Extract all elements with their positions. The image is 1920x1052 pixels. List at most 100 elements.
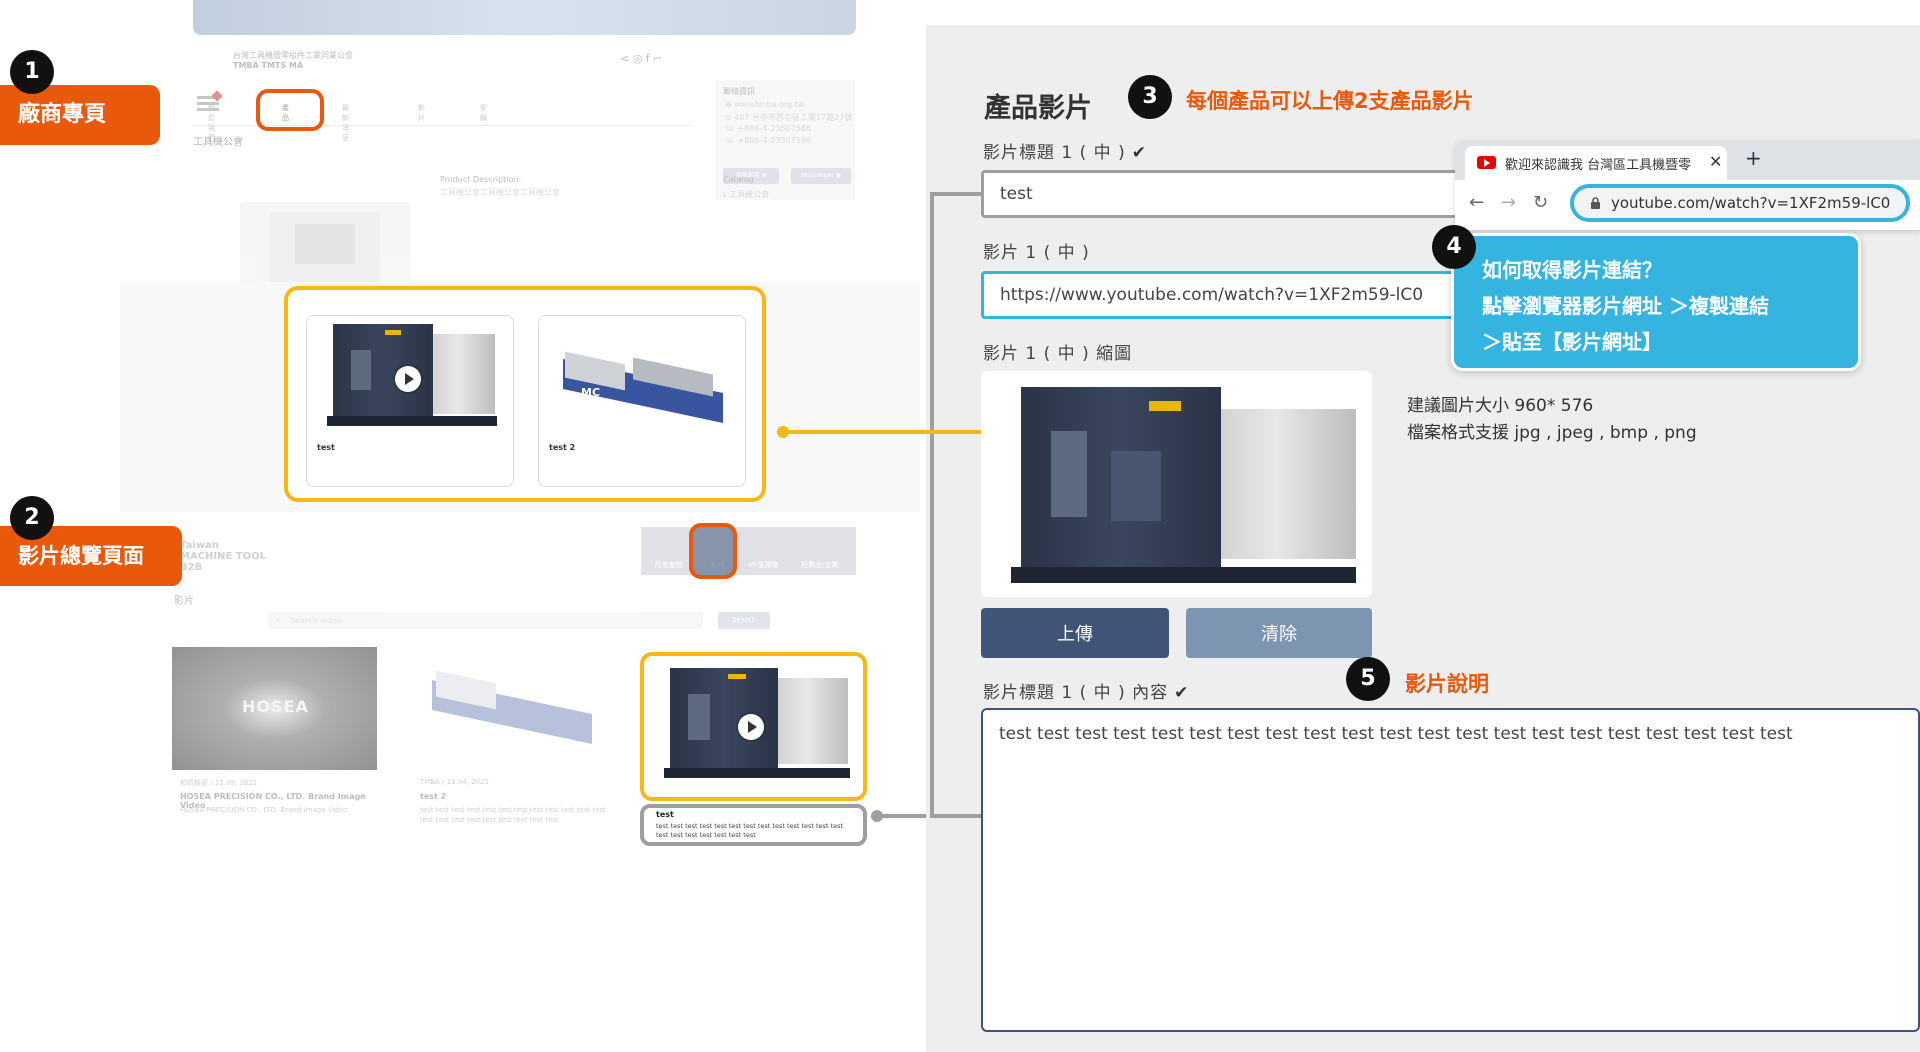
vendor-page-screenshot: 台灣工具機暨零組件工業同業公會 TMBA TMTS MA < ◎ f ⌐ 關於我… [0,40,920,292]
highlight-video-tab [689,523,737,579]
search-button[interactable]: Search [718,612,770,629]
step-2-badge: 2 [10,496,54,540]
highlighted-video-card[interactable] [640,652,867,801]
callout-line-1: 如何取得影片連結？ [1482,258,1662,282]
forward-icon[interactable]: → [1501,192,1517,213]
video-desc: test test test test test test test test … [656,822,844,839]
vendor-short-name: TMBA TMTS MA [233,61,304,70]
callout-line-3: ＞貼至【影片網址】 [1482,330,1662,354]
video-title-label: 影片標題 1 ( 中 )✔ [983,143,1147,163]
video-desc: test test test test test test test test … [420,806,606,824]
product-image [240,202,410,292]
contact-button[interactable]: 聯絡廠商 ✉ [723,168,779,184]
contact-info-box: 聯絡資訊 ⊕ www.tmba.org.tw ⊙ 407 台中市西屯區工業17路… [715,80,855,200]
thumbnail-preview [981,371,1372,597]
vendor-name: 台灣工具機暨零組件工業同業公會 [233,51,353,60]
address-url: youtube.com/watch?v=1XF2m59-lC0 [1611,194,1891,212]
video-card-caption: test [317,443,335,452]
connector-dot-yellow [777,426,789,438]
connector-line-gray-vertical-overlay [930,192,934,818]
connector-line-gray-top-overlay [930,192,985,196]
video-desc: HOSEA PRECISION CO., LTD. Brand Image Vi… [180,806,348,814]
highlighted-video-desc: test test test test test test test test … [640,804,867,846]
messenger-button[interactable]: Messenger ◉ [791,168,851,184]
vendor-section-title: 工具機公會 [193,137,243,148]
browser-tab[interactable]: 歡迎來認識我 台灣區工具機暨零 ✕ [1465,146,1727,180]
video-thumbnail [412,647,617,770]
browser-tabbar: 歡迎來認識我 台灣區工具機暨零 ✕ + [1455,140,1920,180]
overview-tabs: 所有動態 影片 VR展覽館 拍賣品/企業 [641,527,856,575]
new-tab-icon[interactable]: + [1745,146,1762,170]
search-input[interactable]: ⌕ Search video [268,612,703,629]
overview-section-title: 影片 [174,596,194,607]
step-5-badge: 5 [1346,657,1390,701]
browser-tab-title: 歡迎來認識我 台灣區工具機暨零 [1505,158,1692,173]
page-title: 產品影片 [984,93,1092,124]
video-card-caption: test 2 [549,443,576,452]
hint-format: 檔案格式支援 jpg , jpeg , bmp , png [1407,423,1697,443]
video-title: test 2 [420,792,447,801]
video-meta: TMBA / 11.04, 2021 [420,778,490,786]
how-to-get-link-callout: 如何取得影片連結？ 點擊瀏覽器影片網址 ＞複製連結 ＞貼至【影片網址】 [1451,233,1861,371]
tab-catalog[interactable]: 型錄 [480,104,487,122]
browser-window: 歡迎來認識我 台灣區工具機暨零 ✕ + ← → ↻ youtube.com/wa… [1455,140,1920,230]
address-bar[interactable]: youtube.com/watch?v=1XF2m59-lC0 [1570,184,1910,222]
reload-icon[interactable]: ↻ [1533,192,1549,213]
connector-dot-gray [871,810,883,822]
tmba-logo-icon [193,90,223,122]
video-url-label: 影片 1 ( 中 ) [983,243,1090,263]
video-title: HOSEA PRECISION CO., LTD. Brand Image Vi… [180,792,366,810]
product-video-preview-box: test MC test 2 [284,286,766,502]
highlight-products-tab [256,89,324,131]
tab-news[interactable]: 最新消息 [342,104,349,142]
tab-vr[interactable]: VR展覽館 [748,561,779,569]
check-icon: ✔ [1174,683,1190,703]
connector-line-gray [879,814,934,818]
step-3-note: 每個產品可以上傳2支產品影片 [1186,89,1474,113]
play-icon[interactable] [738,714,764,740]
back-icon[interactable]: ← [1469,192,1485,213]
tab-about[interactable]: 關於我們 [208,104,215,142]
video-content-label: 影片標題 1 ( 中 ) 內容✔ [983,683,1190,703]
close-icon[interactable]: ✕ [1709,152,1723,171]
social-icons[interactable]: < ◎ f ⌐ [620,52,663,65]
video-card[interactable]: MC test 2 [538,315,746,487]
connector-line-yellow-overlay [926,430,983,434]
connector-line-gray-bottom [930,814,985,818]
step-4-badge: 4 [1432,225,1476,269]
video-list-item[interactable]: HOSEA 和昕精密 / 11.09, 2021 HOSEA PRECISION… [172,647,377,847]
tab-auction[interactable]: 拍賣品/企業 [801,561,839,569]
vise-image: MC [553,346,733,426]
vendor-hero-banner [193,0,856,35]
connector-line-yellow [785,430,983,434]
step-5-note: 影片說明 [1405,672,1489,696]
video-url-input[interactable] [981,271,1461,319]
tab-videos[interactable]: 影片 [418,104,425,122]
hint-size: 建議圖片大小 960* 576 [1407,396,1594,416]
check-icon: ✔ [1131,143,1147,163]
video-thumbnail: HOSEA [172,647,377,770]
step-2-label: 影片總覽頁面 [0,526,182,586]
callout-line-2: 點擊瀏覽器影片網址 ＞複製連結 [1482,294,1769,318]
video-list-item[interactable]: TMBA / 11.04, 2021 test 2 test test test… [412,647,617,847]
clear-button[interactable]: 清除 [1186,608,1372,658]
tab-all[interactable]: 所有動態 [655,561,683,569]
tab-products[interactable]: 產品 [282,104,289,122]
divider [193,125,693,126]
video-meta: 和昕精密 / 11.09, 2021 [180,779,258,787]
play-icon[interactable] [395,366,421,392]
catalog-link[interactable]: ⤓ 工具機公會 [723,190,770,199]
video-content-textarea[interactable]: test test test test test test test test … [981,708,1920,1032]
youtube-icon [1477,156,1496,169]
thumbnail-label: 影片 1 ( 中 ) 縮圖 [983,344,1133,364]
video-title-input[interactable] [981,170,1461,218]
upload-button[interactable]: 上傳 [981,608,1169,658]
video-card[interactable]: test [306,315,514,487]
lock-icon [1591,197,1600,209]
catalog-label: Catalog [723,175,754,184]
video-title: test [656,810,674,819]
step-1-label: 廠商專頁 [0,85,160,145]
machine-image [1001,381,1361,591]
